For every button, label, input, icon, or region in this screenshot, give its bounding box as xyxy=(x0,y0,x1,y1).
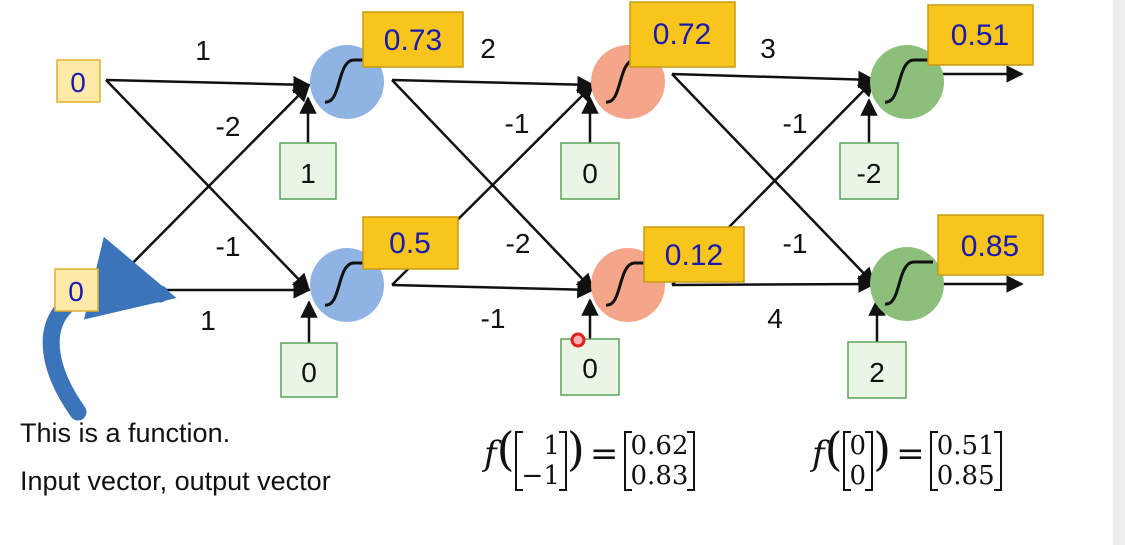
bias-l3-top: -2 xyxy=(857,158,882,189)
caption-line-2: Input vector, output vector xyxy=(20,466,331,496)
equation-1-output-0: 0.62 xyxy=(630,430,689,461)
output-l3-bottom: 0.85 xyxy=(961,230,1019,263)
weight-l1-bottom-top: -1 xyxy=(216,231,241,262)
equation-2-function: f xyxy=(812,434,825,474)
scroll-edge xyxy=(1113,0,1125,545)
weight-l1-top-bottom: -2 xyxy=(216,111,241,142)
neuron-l3-top xyxy=(870,45,944,119)
neuron-l3-bottom xyxy=(870,247,944,321)
curved-arrow-icon xyxy=(42,236,177,421)
equation-2-equals: = xyxy=(896,434,925,474)
edge-l3-top-bottom xyxy=(671,73,876,286)
bias-l1-top: 1 xyxy=(300,158,316,189)
edge-l3-top-top xyxy=(671,70,876,89)
edge-l2-bottom-bottom xyxy=(391,280,595,299)
weight-l3-top-bottom: -1 xyxy=(783,228,808,259)
sigmoid-icon xyxy=(324,261,373,307)
output-l3-top: 0.51 xyxy=(951,19,1009,52)
edge-l1-top-top xyxy=(105,75,311,94)
equation-1-input-vector: 1−1 xyxy=(514,430,567,491)
edge-l3-bottom-bottom xyxy=(671,275,876,293)
equation-1-input-1: −1 xyxy=(521,460,560,491)
output-l1-top: 0.73 xyxy=(384,24,442,57)
bias-l2-top: 0 xyxy=(582,158,598,189)
input-top: 0 xyxy=(70,67,86,98)
cursor-dot-icon xyxy=(570,332,586,348)
sigmoid-icon xyxy=(605,261,654,307)
input-bottom: 0 xyxy=(68,276,84,307)
weight-l2-bottom-bottom: -1 xyxy=(481,303,506,334)
weight-l2-top-top: 2 xyxy=(480,33,496,64)
equation-1-input-0: 1 xyxy=(543,430,560,461)
output-l2-bottom: 0.12 xyxy=(665,239,723,272)
sigmoid-icon xyxy=(324,58,373,104)
edge-l2-top-top xyxy=(391,75,595,94)
sigmoid-icon xyxy=(884,260,933,306)
equation-1-output-1: 0.83 xyxy=(630,460,689,491)
equation-2-input-0: 0 xyxy=(849,430,867,461)
bias-l2-bottom: 0 xyxy=(582,353,598,384)
equation-1-equals: = xyxy=(589,434,619,474)
weight-l2-bottom-top: -1 xyxy=(505,108,530,139)
caption-line-1: This is a function. xyxy=(20,418,231,448)
weight-l3-bottom-bottom: 4 xyxy=(767,303,783,334)
weight-l2-top-bottom: -2 xyxy=(506,228,531,259)
bias-l1-bottom: 0 xyxy=(301,357,317,388)
output-l2-top: 0.72 xyxy=(653,18,711,51)
sigmoid-icon xyxy=(884,58,933,104)
edge-l1-top-bottom xyxy=(105,79,311,292)
equation-1-function: f xyxy=(484,434,497,474)
weight-l3-bottom-top: -1 xyxy=(783,108,808,139)
equation-2-output-0: 0.51 xyxy=(936,430,995,461)
bias-l3-bottom: 2 xyxy=(869,357,885,388)
equation-2-output-1: 0.85 xyxy=(936,460,995,491)
weight-l1-bottom-bottom: 1 xyxy=(200,305,216,336)
output-l1-bottom: 0.5 xyxy=(389,227,431,260)
weight-l1-top-top: 1 xyxy=(195,35,211,66)
equation-2-input-1: 0 xyxy=(849,460,867,491)
weight-l3-top-top: 3 xyxy=(760,33,776,64)
